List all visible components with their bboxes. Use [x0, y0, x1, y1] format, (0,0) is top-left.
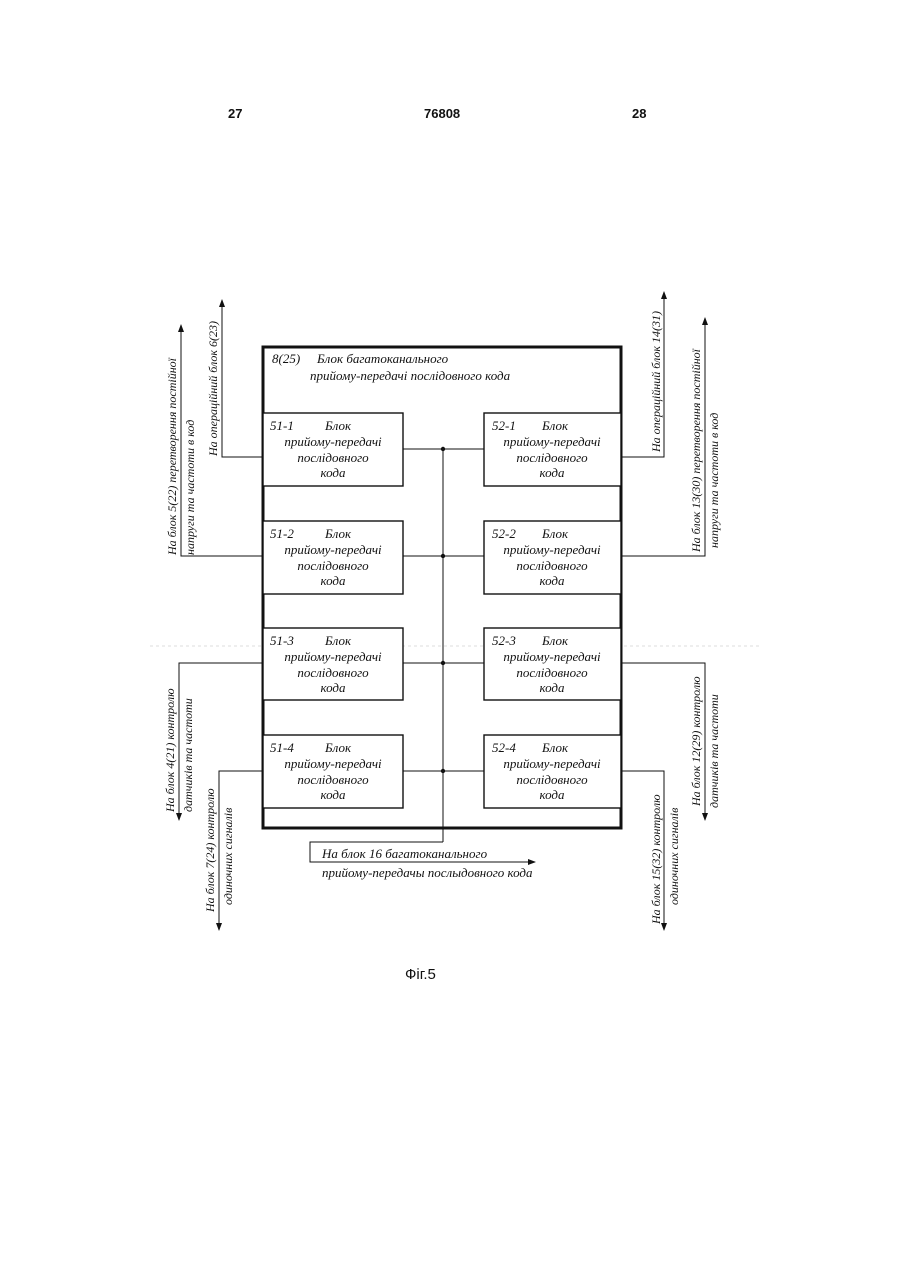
main-block-title-2: прийому-передачі послідовного кода: [310, 368, 511, 383]
side-label-right-bot-b: одиночних сигналів: [667, 808, 681, 905]
block-label: Блок: [541, 526, 569, 541]
side-label-right-top-c: напруги та частоти в код: [707, 413, 721, 548]
block-52-2: 52-2 Блок прийому-передачі послідовного …: [484, 521, 621, 594]
block-label: послідовного: [297, 450, 369, 465]
block-label: кода: [540, 787, 565, 802]
block-label: Блок: [324, 740, 352, 755]
side-label-right-top-b: На блок 13(30) перетворення постійної: [689, 348, 703, 553]
figure-caption: Фіг.5: [405, 966, 436, 983]
block-label: прийому-передачі: [284, 434, 382, 449]
block-label: кода: [321, 573, 346, 588]
block-label: кода: [540, 680, 565, 695]
block-label: послідовного: [516, 772, 588, 787]
block-label: Блок: [324, 633, 352, 648]
side-label-right-bot-a: На блок 15(32) контролю: [649, 794, 663, 925]
block-51-1: 51-1 Блок прийому-передачі послідовного …: [263, 413, 403, 486]
block-label: послідовного: [516, 558, 588, 573]
main-block-id: 8(25): [272, 351, 300, 366]
block-label: прийому-передачі: [284, 649, 382, 664]
side-label-left-bot-d: одиночних сигналів: [221, 808, 235, 905]
block-label: кода: [321, 465, 346, 480]
main-block-title-1: Блок багатоканального: [316, 351, 449, 366]
block-label: прийому-передачі: [503, 756, 601, 771]
block-label: Блок: [541, 418, 569, 433]
block-label: прийому-передачі: [284, 756, 382, 771]
block-label: прийому-передачі: [503, 434, 601, 449]
block-label: Блок: [541, 740, 569, 755]
side-label-right-bot-d: датчиків та частоти: [707, 694, 721, 808]
block-52-3: 52-3 Блок прийому-передачі послідовного …: [484, 628, 621, 700]
bottom-label-2: прийому-передачы послыдовного кода: [322, 865, 533, 880]
block-label: Блок: [324, 526, 352, 541]
internal-bus: [403, 449, 484, 842]
block-label: кода: [321, 680, 346, 695]
block-id: 52-1: [492, 418, 516, 433]
block-label: послідовного: [297, 558, 369, 573]
block-label: прийому-передачі: [503, 649, 601, 664]
block-id: 51-2: [270, 526, 294, 541]
block-51-4: 51-4 Блок прийому-передачі послідовного …: [263, 735, 403, 808]
side-label-left-bot-a: На блок 4(21) контролю: [163, 688, 177, 813]
side-label-left-top-c: На операційний блок 6(23): [206, 321, 220, 457]
block-label: послідовного: [297, 665, 369, 680]
block-52-4: 52-4 Блок прийому-передачі послідовного …: [484, 735, 621, 808]
block-label: Блок: [541, 633, 569, 648]
side-label-left-bot-b: датчиків та частоти: [181, 698, 195, 812]
block-id: 52-3: [492, 633, 516, 648]
block-id: 51-1: [270, 418, 294, 433]
side-label-right-bot-c: На блок 12(29) контролю: [689, 676, 703, 807]
side-label-right-top-a: На операційний блок 14(31): [649, 311, 663, 453]
block-id: 52-4: [492, 740, 516, 755]
block-label: прийому-передачі: [284, 542, 382, 557]
block-label: кода: [321, 787, 346, 802]
bottom-label-1: На блок 16 багатоканального: [321, 846, 488, 861]
block-51-2: 51-2 Блок прийому-передачі послідовного …: [263, 521, 403, 594]
side-label-left-bot-c: На блок 7(24) контролю: [203, 788, 217, 913]
block-id: 52-2: [492, 526, 516, 541]
block-id: 51-3: [270, 633, 294, 648]
block-label: послідовного: [297, 772, 369, 787]
block-51-3: 51-3 Блок прийому-передачі послідовного …: [263, 628, 403, 700]
block-label: кода: [540, 573, 565, 588]
block-label: послідовного: [516, 450, 588, 465]
block-label: Блок: [324, 418, 352, 433]
side-label-left-top-b: напруги та частоти в код: [183, 420, 197, 555]
block-label: кода: [540, 465, 565, 480]
side-label-left-top-a: На блок 5(22) перетворення постійної: [165, 357, 179, 556]
block-52-1: 52-1 Блок прийому-передачі послідовного …: [484, 413, 621, 486]
block-id: 51-4: [270, 740, 294, 755]
block-label: прийому-передачі: [503, 542, 601, 557]
block-label: послідовного: [516, 665, 588, 680]
